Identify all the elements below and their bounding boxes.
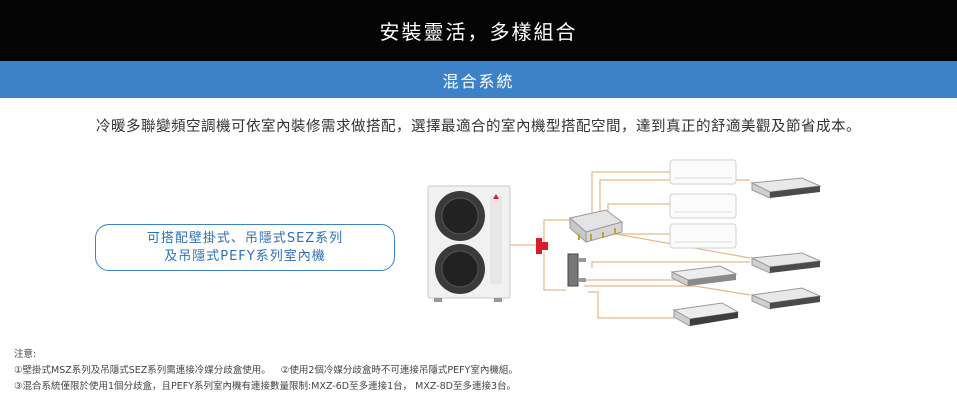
header-block-icon [567, 253, 586, 287]
wall-unit-icon [669, 159, 737, 249]
connector-icon [536, 238, 548, 254]
outdoor-unit-icon [427, 185, 511, 302]
section-title: 混合系統 [0, 61, 957, 98]
notes-section: 注意: ①壁掛式MSZ系列及吊隱式SEZ系列需連接冷媒分歧盒使用。 ②使用2個冷… [14, 347, 518, 395]
callout-line-1: 可搭配壁掛式、吊隱式SEZ系列 [146, 230, 344, 246]
page-title: 安裝靈活，多樣組合 [0, 0, 957, 61]
notes-title: 注意: [14, 349, 37, 360]
ducted-unit-icon [670, 265, 740, 327]
description: 冷暖多聯變頻空調機可依室內裝修需求做搭配，選擇最適合的室內機型搭配空間，達到真正… [96, 119, 861, 135]
callout-box: 可搭配壁掛式、吊隱式SEZ系列 及吊隱式PEFY系列室內機 [95, 224, 395, 271]
note-1: ①壁掛式MSZ系列及吊隱式SEZ系列需連接冷媒分歧盒使用。 [14, 365, 271, 376]
ceiling-unit-icon [750, 177, 822, 310]
branch-box-icon [568, 209, 624, 244]
note-3: ③混合系統僅限於使用1個分歧盒，且PEFY系列室內機有連接數量限制:MXZ-6D… [14, 381, 517, 392]
system-diagram [427, 159, 822, 327]
note-2: ②使用2個冷媒分歧盒時不可連接吊隱式PEFY室內機組。 [280, 365, 518, 376]
callout-line-2: 及吊隱式PEFY系列室內機 [164, 248, 326, 264]
